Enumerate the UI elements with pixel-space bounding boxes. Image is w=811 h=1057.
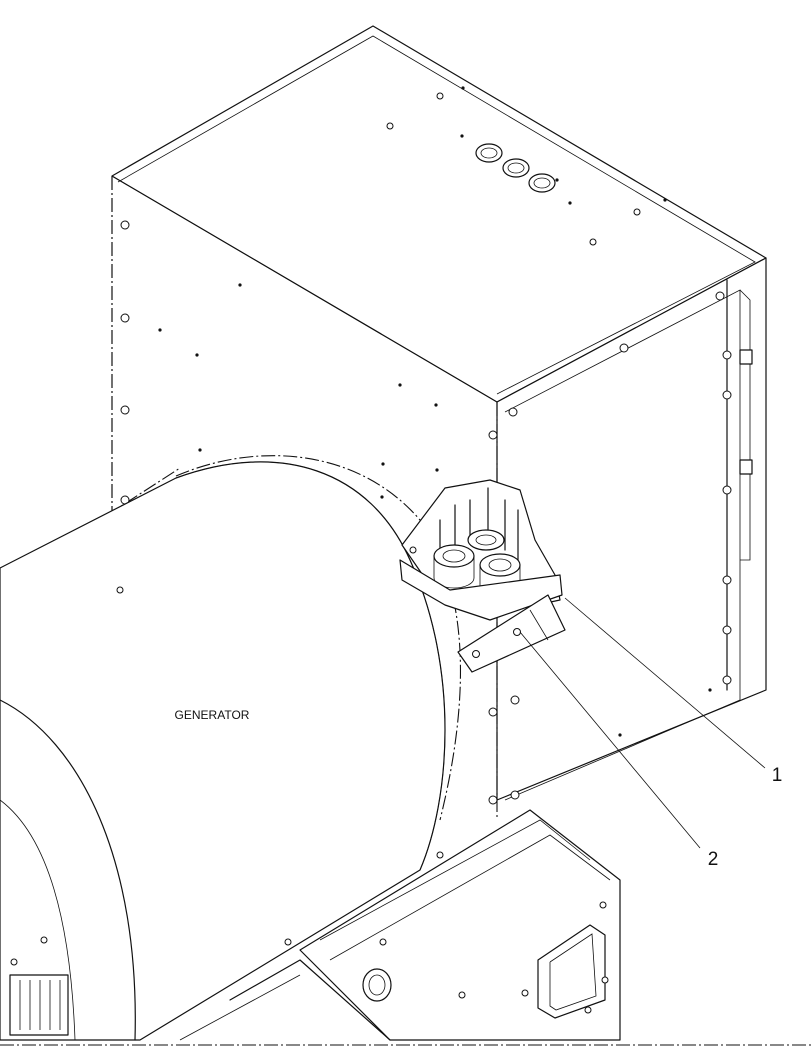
lifting-eye <box>362 968 392 1002</box>
callout-1: 1 <box>564 597 783 786</box>
callout-1-leader <box>564 597 766 769</box>
terminal-studs <box>439 487 519 561</box>
rivet-dots <box>158 86 712 737</box>
callout-2-number: 2 <box>708 849 719 870</box>
terminal-block-assembly <box>399 479 566 673</box>
generator-housing: GENERATOR <box>0 455 811 1046</box>
cable-glands <box>475 143 556 193</box>
terminal-bracket <box>399 559 563 621</box>
callout-1-number: 1 <box>772 765 783 786</box>
callout-2-leader <box>519 631 701 849</box>
base-cutout <box>537 924 606 1019</box>
base-frame <box>179 809 621 1041</box>
vent-grille <box>9 974 69 1036</box>
support-arm <box>457 594 566 673</box>
terminal-insulators <box>433 529 521 599</box>
generator-label: GENERATOR <box>175 708 250 722</box>
panel-screws <box>120 92 732 805</box>
callout-2: 2 <box>519 631 719 870</box>
terminal-box <box>111 25 767 820</box>
